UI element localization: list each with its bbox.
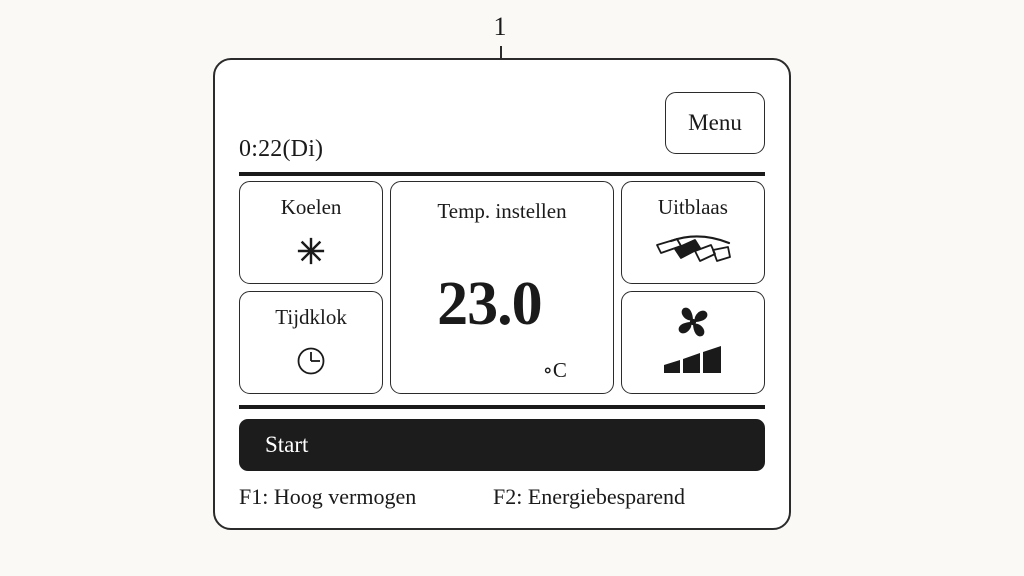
- temperature-panel-label: Temp. instellen: [437, 199, 567, 223]
- start-button-label: Start: [265, 432, 309, 457]
- panel-grid: Koelen Tijdklok: [239, 181, 765, 394]
- temperature-unit: ∘C: [542, 358, 567, 382]
- mode-icon-slot: [240, 219, 382, 283]
- menu-button[interactable]: Menu: [665, 92, 765, 154]
- snowflake-icon: [297, 237, 325, 265]
- temperature-value: 23.0: [437, 270, 542, 339]
- right-panel-column: Uitblaas: [620, 181, 765, 394]
- mode-panel[interactable]: Koelen: [239, 181, 384, 284]
- timer-panel[interactable]: Tijdklok: [239, 291, 384, 394]
- clock-readout: 0:22(Di): [239, 136, 324, 162]
- airflow-icon-slot: [622, 219, 764, 283]
- function-key-row: F1: Hoog vermogen F2: Energiebesparend: [239, 484, 765, 510]
- timer-panel-label: Tijdklok: [275, 305, 347, 329]
- fan-level-slot: [622, 334, 764, 393]
- temperature-panel[interactable]: Temp. instellen 23.0 ∘C: [390, 181, 614, 394]
- louver-blades-icon: [656, 235, 731, 262]
- top-divider: [239, 172, 765, 176]
- center-panel-column: Temp. instellen 23.0 ∘C: [390, 181, 614, 394]
- mode-panel-label: Koelen: [280, 195, 342, 219]
- menu-button-label: Menu: [688, 110, 742, 135]
- timer-icon-slot: [240, 329, 382, 393]
- start-button[interactable]: Start: [239, 419, 765, 471]
- callout-number-1: 1: [493, 12, 507, 41]
- controller-screen: Menu 0:22(Di) Koelen: [215, 60, 789, 528]
- fan-speed-panel[interactable]: [620, 291, 765, 394]
- bottom-divider: [239, 405, 765, 409]
- airflow-panel-label: Uitblaas: [657, 195, 728, 219]
- fan-icon-slot: [622, 292, 764, 344]
- clock-icon: [297, 347, 325, 375]
- function-key-f1[interactable]: F1: Hoog vermogen: [239, 484, 417, 509]
- left-panel-column: Koelen Tijdklok: [239, 181, 384, 394]
- function-key-f2[interactable]: F2: Energiebesparend: [493, 484, 686, 509]
- fan-icon: [678, 307, 708, 337]
- controller-device-frame: Menu 0:22(Di) Koelen: [213, 58, 791, 530]
- airflow-panel[interactable]: Uitblaas: [620, 181, 765, 284]
- temperature-readout: 23.0 ∘C: [391, 223, 613, 393]
- signal-bars-icon: [663, 345, 721, 373]
